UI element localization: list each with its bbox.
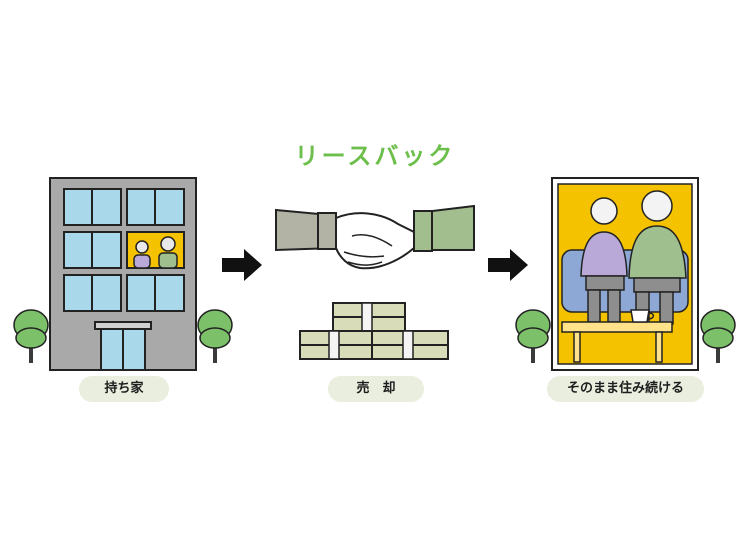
tree-icon bbox=[515, 309, 551, 363]
money-stack-icon bbox=[299, 302, 449, 360]
diagram-title: リースバック bbox=[294, 142, 456, 170]
handshake-icon bbox=[275, 204, 475, 270]
tree-icon bbox=[197, 309, 233, 363]
building-icon bbox=[49, 177, 197, 371]
step-label-sale: 売 却 bbox=[328, 376, 424, 402]
step-label-own-home: 持ち家 bbox=[79, 376, 169, 402]
step-label-continue-living: そのまま住み続ける bbox=[547, 376, 704, 402]
tree-icon bbox=[700, 309, 736, 363]
elderly-couple-icon bbox=[551, 177, 699, 371]
tree-icon bbox=[13, 309, 49, 363]
arrow-right-icon bbox=[488, 249, 528, 281]
arrow-right-icon bbox=[222, 249, 262, 281]
